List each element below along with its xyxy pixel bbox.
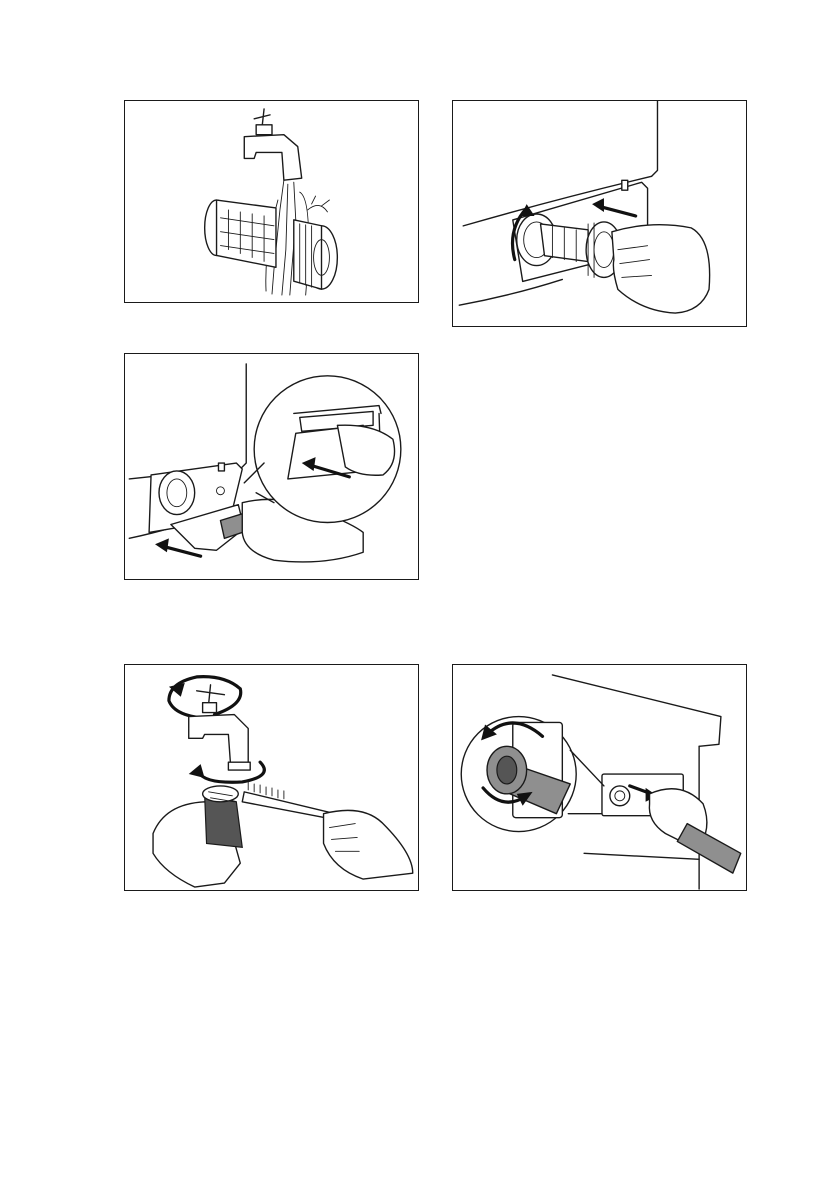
inlet-hose-filter-icon [453,665,746,890]
filter-flap-close-icon [125,354,418,579]
figure-tap-filter-clean [124,664,419,891]
tap-filter-clean-icon [125,665,418,890]
figure-filter-rinse [124,100,419,303]
figure-filter-flap-close [124,353,419,580]
figure-inlet-hose-filter [452,664,747,891]
figure-filter-insert [452,100,747,327]
filter-insert-icon [453,101,746,326]
filter-rinse-under-tap-icon [125,101,418,302]
